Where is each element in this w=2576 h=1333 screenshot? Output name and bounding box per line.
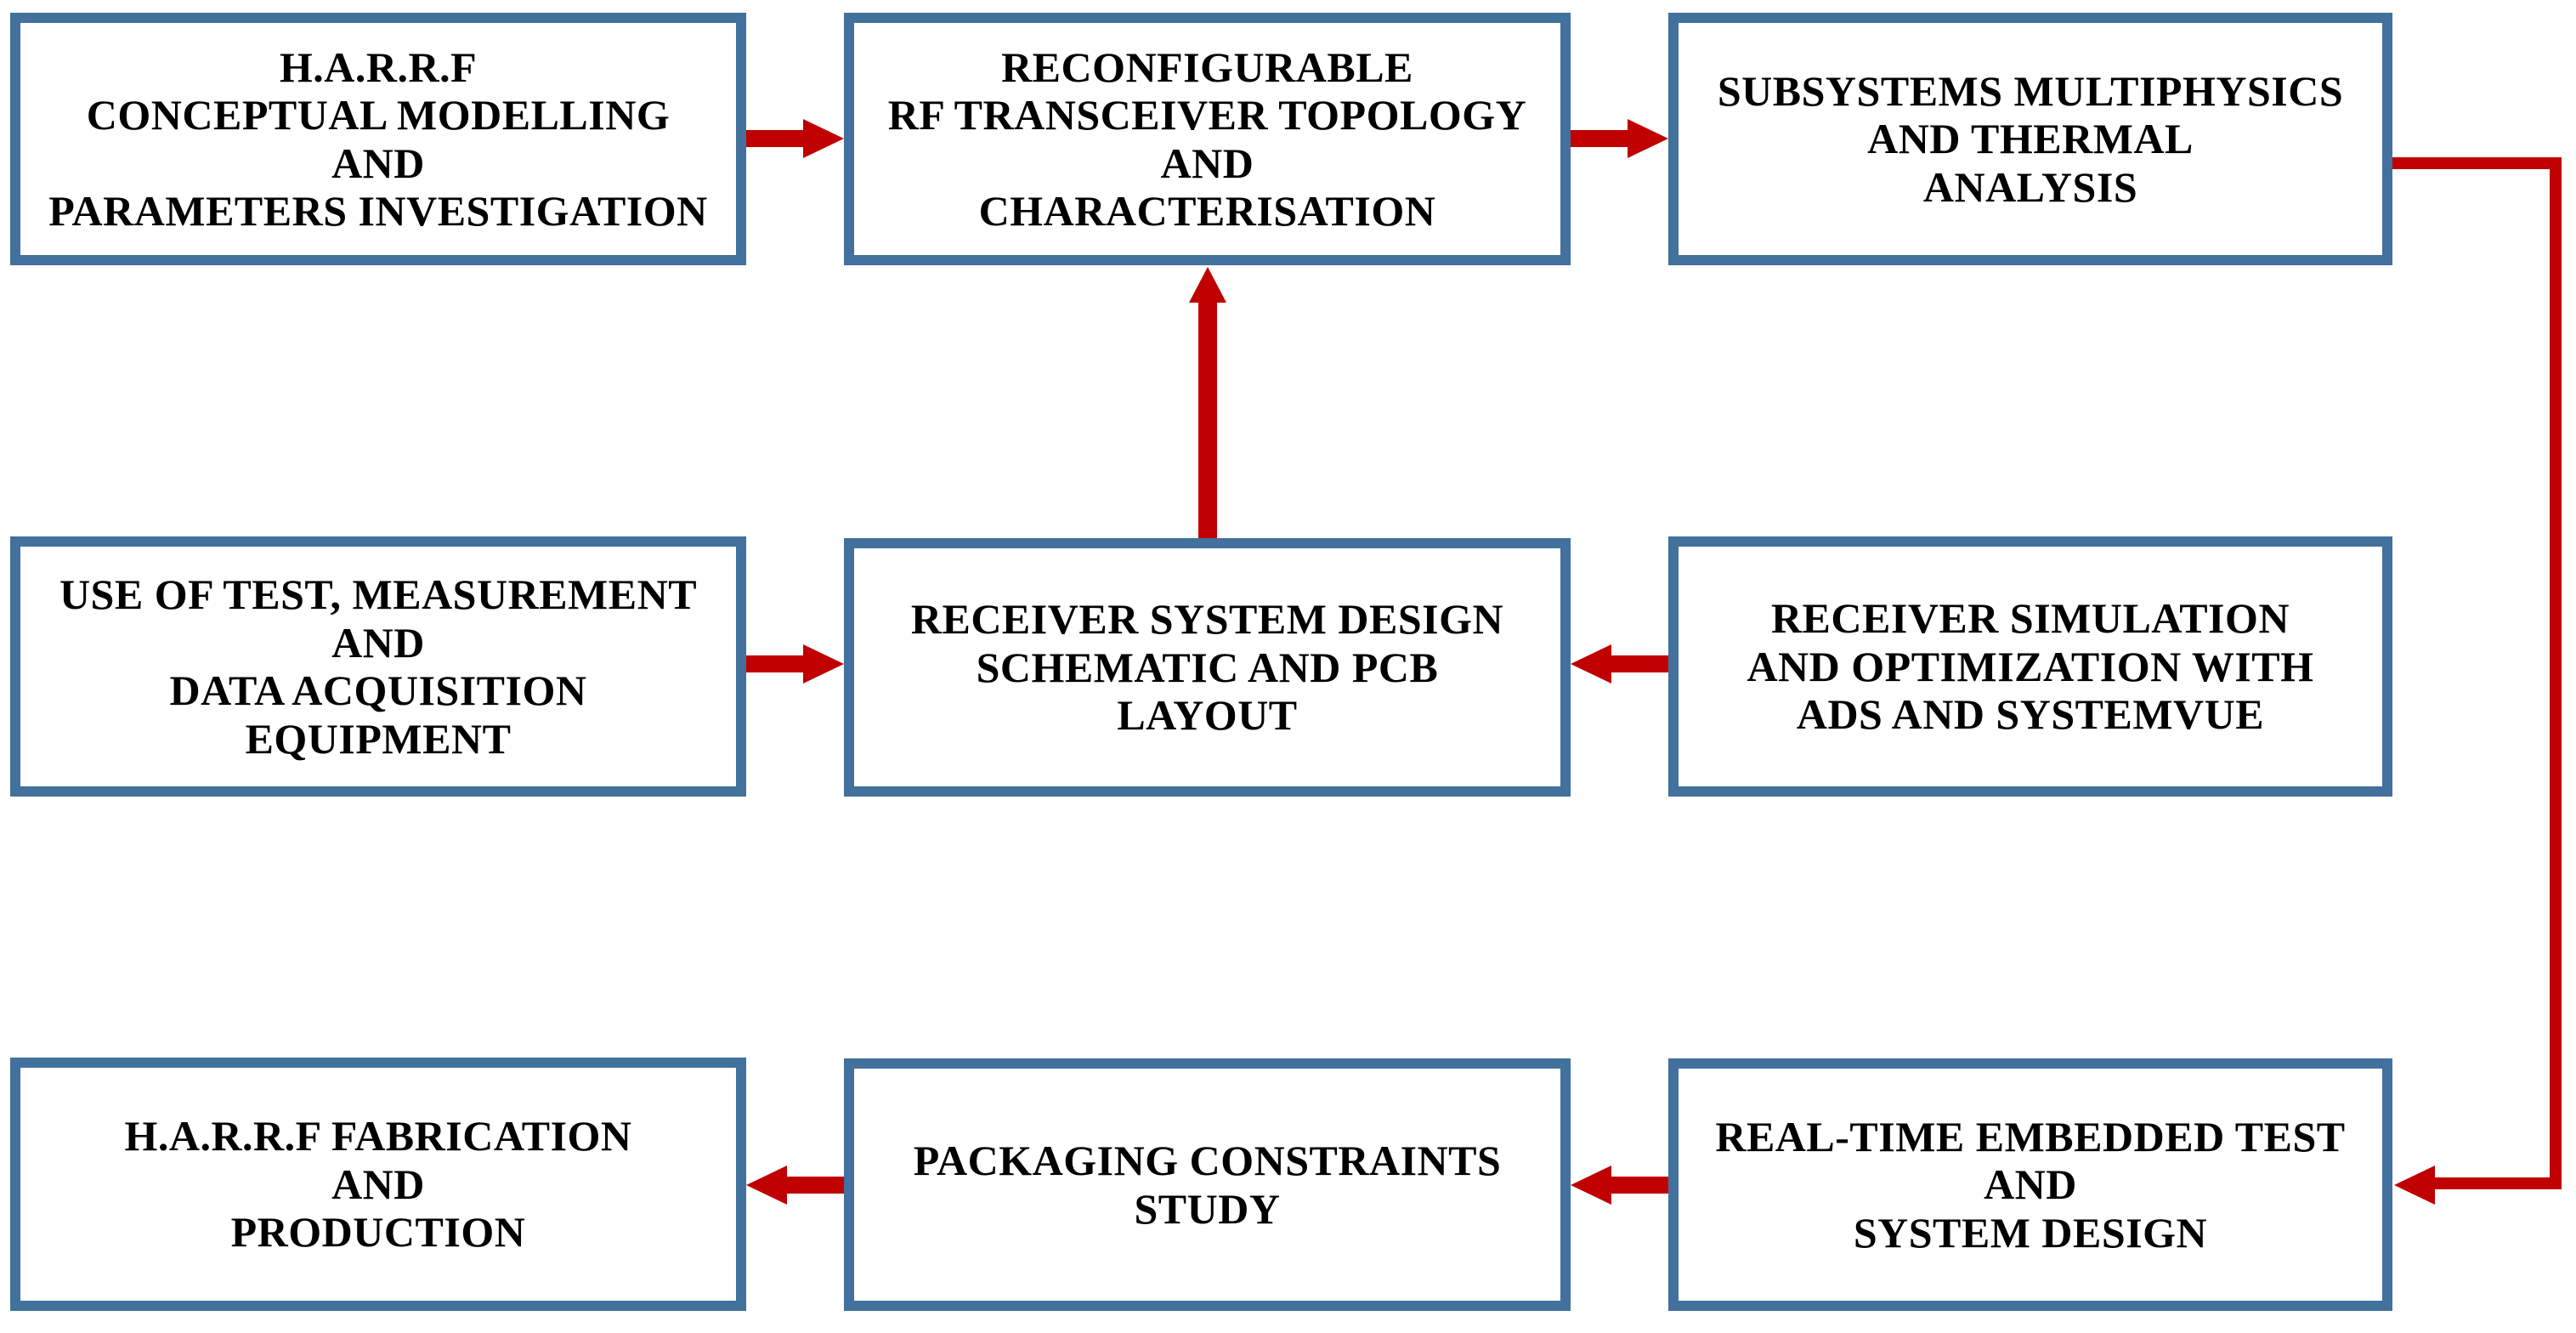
flow-box-label: RECEIVER SIMULATION AND OPTIMIZATION WIT… bbox=[1747, 594, 2314, 739]
arrow-head-right-icon bbox=[1628, 119, 1668, 158]
flow-box-transceiver-topology: RECONFIGURABLE RF TRANSCEIVER TOPOLOGY A… bbox=[844, 13, 1571, 265]
flow-box-label: RECEIVER SYSTEM DESIGN SCHEMATIC AND PCB… bbox=[910, 595, 1504, 740]
arrow-head-right-icon bbox=[803, 119, 844, 158]
flow-box-receiver-simulation: RECEIVER SIMULATION AND OPTIMIZATION WIT… bbox=[1668, 536, 2392, 797]
flow-box-test-equipment: USE OF TEST, MEASUREMENT AND DATA ACQUIS… bbox=[10, 536, 746, 797]
flow-box-conceptual-modelling: H.A.R.R.F CONCEPTUAL MODELLING AND PARAM… bbox=[10, 13, 746, 265]
elbow-vertical-segment bbox=[2550, 157, 2562, 1189]
flow-box-receiver-system-design: RECEIVER SYSTEM DESIGN SCHEMATIC AND PCB… bbox=[844, 538, 1571, 797]
flow-box-label: SUBSYSTEMS MULTIPHYSICS AND THERMAL ANAL… bbox=[1717, 66, 2344, 211]
arrow-shaft bbox=[784, 1177, 844, 1194]
arrow-shaft bbox=[746, 655, 806, 672]
flow-box-label: H.A.R.R.F CONCEPTUAL MODELLING AND PARAM… bbox=[48, 43, 708, 235]
arrow-head-left-icon bbox=[1571, 1166, 1611, 1205]
arrow-head-up-icon bbox=[1189, 267, 1226, 303]
arrow-shaft bbox=[1571, 130, 1630, 147]
arrow-head-left-icon bbox=[1571, 644, 1611, 684]
arrow-head-left-icon bbox=[746, 1166, 787, 1205]
arrow-head-left-icon bbox=[2394, 1166, 2435, 1205]
flow-box-label: RECONFIGURABLE RF TRANSCEIVER TOPOLOGY A… bbox=[887, 43, 1527, 235]
flow-box-fabrication-production: H.A.R.R.F FABRICATION AND PRODUCTION bbox=[10, 1058, 746, 1311]
flow-box-label: PACKAGING CONSTRAINTS STUDY bbox=[913, 1137, 1502, 1233]
elbow-bottom-segment bbox=[2432, 1177, 2556, 1189]
flow-box-label: USE OF TEST, MEASUREMENT AND DATA ACQUIS… bbox=[59, 570, 698, 763]
flow-box-label: REAL-TIME EMBEDDED TEST AND SYSTEM DESIG… bbox=[1715, 1112, 2346, 1256]
arrow-shaft bbox=[1609, 1177, 1668, 1194]
arrow-shaft bbox=[746, 130, 806, 147]
arrow-shaft bbox=[1609, 655, 1668, 672]
flow-box-embedded-test: REAL-TIME EMBEDDED TEST AND SYSTEM DESIG… bbox=[1668, 1058, 2392, 1311]
arrow-shaft bbox=[1198, 300, 1217, 538]
flow-box-multiphysics-analysis: SUBSYSTEMS MULTIPHYSICS AND THERMAL ANAL… bbox=[1668, 13, 2392, 265]
arrow-head-right-icon bbox=[803, 644, 844, 684]
flow-box-packaging-constraints: PACKAGING CONSTRAINTS STUDY bbox=[844, 1058, 1571, 1311]
elbow-top-segment bbox=[2392, 157, 2562, 169]
flow-box-label: H.A.R.R.F FABRICATION AND PRODUCTION bbox=[124, 1112, 632, 1256]
